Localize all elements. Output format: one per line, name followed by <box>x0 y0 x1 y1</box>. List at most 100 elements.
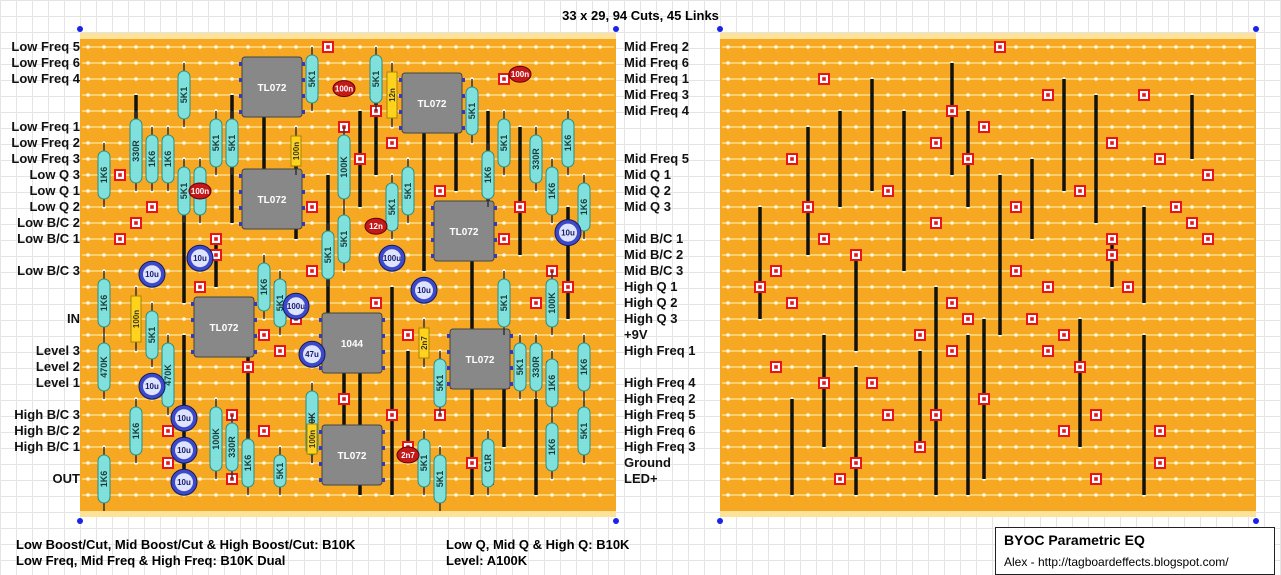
hole <box>1014 93 1018 97</box>
hole <box>998 61 1002 65</box>
hole <box>1110 429 1114 433</box>
hole <box>966 77 970 81</box>
hole <box>1238 317 1242 321</box>
resistor-body <box>401 166 415 216</box>
hole <box>1126 381 1130 385</box>
hole <box>294 253 298 257</box>
hole <box>566 93 570 97</box>
hole <box>150 221 154 225</box>
hole <box>1222 413 1226 417</box>
hole <box>774 189 778 193</box>
hole <box>1190 77 1194 81</box>
hole <box>566 461 570 465</box>
ic-pin <box>431 206 435 210</box>
hole <box>582 285 586 289</box>
track-cut-hole <box>998 45 1002 49</box>
hole <box>438 45 442 49</box>
corner-marker <box>717 518 723 524</box>
electrolytic-cap-label: 10u <box>145 270 159 279</box>
hole <box>582 269 586 273</box>
hole <box>598 173 602 177</box>
hole <box>198 125 202 129</box>
electrolytic-cap-label: 10u <box>145 382 159 391</box>
hole <box>822 189 826 193</box>
hole <box>870 301 874 305</box>
hole <box>198 77 202 81</box>
track-cut-hole <box>1174 205 1178 209</box>
hole <box>1126 77 1130 81</box>
hole <box>870 61 874 65</box>
hole <box>182 141 186 145</box>
hole <box>1126 477 1130 481</box>
pin-label: Low B/C 2 <box>17 215 80 230</box>
hole <box>150 253 154 257</box>
hole <box>822 93 826 97</box>
hole <box>1094 285 1098 289</box>
hole <box>918 221 922 225</box>
hole <box>86 461 90 465</box>
hole <box>1238 157 1242 161</box>
hole <box>102 77 106 81</box>
hole <box>598 285 602 289</box>
hole <box>262 397 266 401</box>
hole <box>1126 333 1130 337</box>
hole <box>422 397 426 401</box>
resistor-label: 5K1 <box>211 135 221 152</box>
hole <box>822 285 826 289</box>
hole <box>454 397 458 401</box>
hole <box>998 461 1002 465</box>
hole <box>966 61 970 65</box>
hole <box>838 77 842 81</box>
resistor-body <box>321 230 335 280</box>
hole <box>1126 173 1130 177</box>
hole <box>342 61 346 65</box>
hole <box>1222 125 1226 129</box>
board-edge <box>80 511 616 517</box>
hole <box>518 317 522 321</box>
ic-pin <box>509 350 513 354</box>
hole <box>982 109 986 113</box>
hole <box>86 301 90 305</box>
hole <box>1174 349 1178 353</box>
hole <box>950 221 954 225</box>
hole <box>998 125 1002 129</box>
hole <box>838 317 842 321</box>
hole <box>758 493 762 497</box>
track-cut-hole <box>918 333 922 337</box>
pot-notes-left: Low Boost/Cut, Mid Boost/Cut & High Boos… <box>16 537 355 569</box>
resistor-label: 5K1 <box>467 103 477 120</box>
resistor-body <box>545 358 559 408</box>
hole <box>1206 365 1210 369</box>
hole <box>742 333 746 337</box>
hole <box>86 333 90 337</box>
hole <box>1142 141 1146 145</box>
electrolytic-cap-top <box>191 249 209 268</box>
film-cap-label: 12n <box>388 88 397 102</box>
hole <box>486 45 490 49</box>
hole <box>102 61 106 65</box>
hole <box>742 461 746 465</box>
hole <box>758 349 762 353</box>
hole <box>358 285 362 289</box>
hole <box>294 397 298 401</box>
hole <box>566 445 570 449</box>
hole <box>934 237 938 241</box>
hole <box>1222 221 1226 225</box>
hole <box>230 285 234 289</box>
hole <box>822 269 826 273</box>
hole <box>1206 109 1210 113</box>
hole <box>1014 317 1018 321</box>
hole <box>982 221 986 225</box>
hole <box>822 493 826 497</box>
hole <box>886 109 890 113</box>
track-cut-hole <box>790 301 794 305</box>
electrolytic-cap-label: 47u <box>305 350 319 359</box>
hole <box>86 317 90 321</box>
hole <box>438 429 442 433</box>
hole <box>566 493 570 497</box>
hole <box>742 141 746 145</box>
hole <box>806 493 810 497</box>
hole <box>1110 109 1114 113</box>
hole <box>854 109 858 113</box>
hole <box>838 253 842 257</box>
